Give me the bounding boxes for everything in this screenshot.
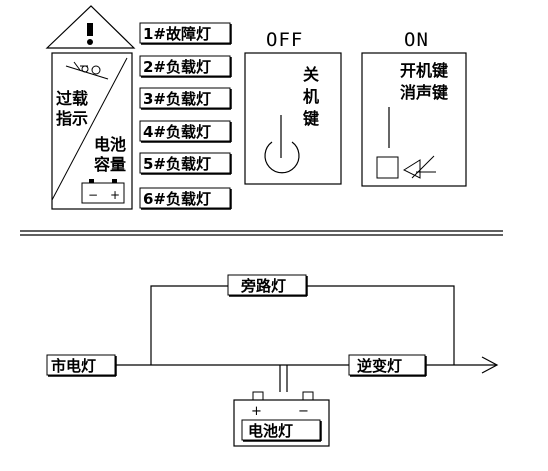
battery-icon-plus: + xyxy=(110,188,120,202)
on-state-label: ON xyxy=(404,29,429,51)
exclamation-icon xyxy=(87,23,93,45)
lamp-label: 2#负载灯 xyxy=(143,58,211,76)
battery-plus-terminal: + xyxy=(251,404,262,419)
indicator-lamp-list: 1#故障灯 2#负载灯 3#负载灯 4#负载灯 5#负载灯 xyxy=(139,22,232,210)
battery-lamp-label: 电池灯 xyxy=(248,422,293,440)
mains-lamp-label: 市电灯 xyxy=(51,357,96,375)
overload-label-line2: 指示 xyxy=(56,109,88,128)
battery-capacity-label-line2: 容量 xyxy=(93,155,126,174)
lamp-load-5: 5#负载灯 xyxy=(139,152,232,175)
lamp-load-2: 2#负载灯 xyxy=(139,55,232,78)
lamp-load-4: 4#负载灯 xyxy=(139,120,232,143)
mains-lamp-box: 市电灯 xyxy=(46,354,117,377)
lamp-label: 1#故障灯 xyxy=(143,25,211,43)
overload-scale-icon xyxy=(65,61,109,80)
overload-battery-box: 过载 指示 电池 容量 − + xyxy=(51,52,133,210)
on-switch-panel[interactable]: ON 开机键 消声键 xyxy=(361,29,467,187)
section-separator xyxy=(20,230,503,236)
lamp-load-3: 3#负载灯 xyxy=(139,87,232,110)
battery-lamp-unit: + − 电池灯 xyxy=(233,391,330,447)
off-switch-name-char-2: 机 xyxy=(303,87,319,106)
off-switch-panel[interactable]: OFF 关 机 键 xyxy=(244,29,342,185)
lamp-fault-1: 1#故障灯 xyxy=(139,22,232,45)
lamp-label: 4#负载灯 xyxy=(143,123,211,141)
lamp-label: 5#负载灯 xyxy=(143,155,211,173)
lamp-label: 6#负载灯 xyxy=(143,190,211,208)
battery-minus-terminal: − xyxy=(298,404,309,419)
power-symbol-icon xyxy=(264,115,300,174)
off-switch-name-char-3: 键 xyxy=(302,109,319,128)
inverter-lamp-box: 逆变灯 xyxy=(348,354,427,377)
battery-capacity-label-line1: 电池 xyxy=(94,135,126,154)
inverter-lamp-label: 逆变灯 xyxy=(357,357,402,375)
bypass-lamp-label: 旁路灯 xyxy=(240,277,286,295)
mute-speaker-icon xyxy=(376,155,436,179)
overload-label-line1: 过载 xyxy=(56,89,88,108)
battery-icon: − + xyxy=(81,179,125,204)
bypass-lamp-box: 旁路灯 xyxy=(227,274,308,297)
warning-triangle xyxy=(45,5,136,49)
on-switch-name-line1: 开机键 xyxy=(400,61,448,80)
battery-icon-minus: − xyxy=(88,188,98,202)
power-flow-lines xyxy=(116,285,499,392)
lamp-label: 3#负载灯 xyxy=(143,90,211,108)
lamp-load-6: 6#负载灯 xyxy=(139,187,232,210)
off-state-label: OFF xyxy=(266,29,303,51)
on-switch-name-line2: 消声键 xyxy=(400,83,448,102)
off-switch-name-char-1: 关 xyxy=(303,65,319,84)
